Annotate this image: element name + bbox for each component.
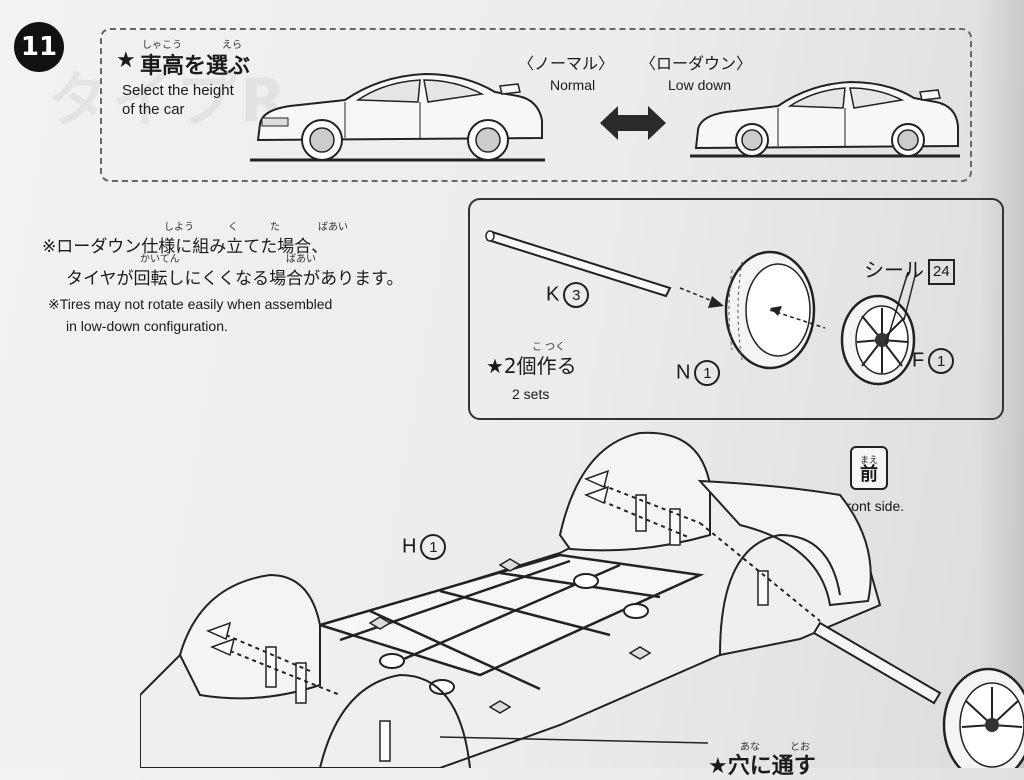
make-two-title: ★2個作る (486, 354, 577, 378)
front-kanji: 前 (860, 463, 878, 485)
part-h-number: 1 (420, 534, 447, 560)
through-hole-title: ★穴に通す (708, 754, 816, 779)
seal-label-text: シール (864, 260, 924, 282)
warning-ruby-a: しよう (164, 222, 194, 233)
lowdown-label-jp: 〈ローダウン〉 (640, 54, 753, 73)
part-n-letter: N (676, 361, 691, 384)
front-side-badge: まえ 前 (850, 446, 888, 490)
background-watermark: タイプR (48, 66, 291, 136)
wheel-assembly-panel (468, 198, 1004, 420)
make-two-subtitle: 2 sets (512, 386, 550, 402)
warning-line-4: in low-down configuration. (66, 318, 228, 334)
warning-ruby-d: ばあい (318, 222, 348, 233)
double-arrow-icon (600, 106, 666, 140)
page-shadow (978, 0, 1024, 768)
warning-ruby-e: かいてん (140, 254, 180, 265)
warning-ruby-b: く (228, 222, 238, 233)
height-select-title: 車高を選ぶ (140, 54, 251, 79)
warning-line-1: ※ローダウン仕様に組み立てた場合、 (42, 237, 329, 257)
warning-line-3: ※Tires may not rotate easily when assemb… (48, 296, 333, 312)
lowdown-car-illustration (690, 80, 960, 158)
part-f-number: 1 (928, 348, 955, 374)
title-star-icon: ★ (116, 48, 136, 73)
part-n-number: 1 (694, 360, 721, 386)
wheel-assembly-diagram (485, 230, 917, 386)
warning-ruby-f: ばあい (286, 254, 316, 265)
height-select-subtitle-1: Select the height (122, 82, 234, 99)
normal-car-illustration (250, 72, 545, 162)
through-hole-ruby-a: あな (740, 742, 760, 753)
part-h-letter: H (402, 535, 417, 558)
chassis-assembly-diagram (140, 431, 1024, 768)
height-select-panel (100, 28, 972, 182)
lowdown-label-en: Low down (668, 77, 732, 93)
title-ruby-2: えら (222, 40, 242, 51)
front-side-label: Front side. (838, 498, 905, 514)
seal-number-box: 24 (928, 258, 955, 285)
part-f-letter: F (912, 349, 925, 372)
normal-label-en: Normal (550, 77, 596, 93)
front-ruby: まえ (859, 455, 878, 466)
height-select-subtitle-2: of the car (122, 101, 185, 118)
warning-line-2: タイヤが回転しにくくなる場合があります。 (66, 269, 404, 289)
make-two-ruby: こ つく (532, 342, 566, 353)
warning-ruby-c: た (270, 222, 280, 233)
part-k-letter: K (546, 283, 560, 306)
title-ruby-1: しゃこう (142, 40, 182, 51)
part-k-number: 3 (563, 282, 590, 308)
through-hole-ruby-b: とお (790, 742, 810, 753)
normal-label-jp: 〈ノーマル〉 (518, 54, 615, 73)
step-number-badge: 11 (14, 22, 64, 72)
